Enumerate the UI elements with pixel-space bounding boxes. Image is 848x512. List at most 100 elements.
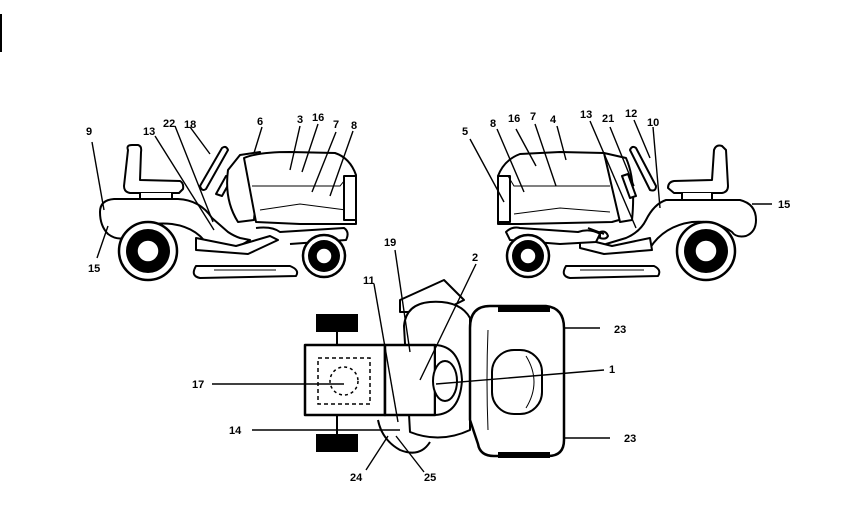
- callout-number: 23: [614, 324, 626, 336]
- leader-line: [91, 141, 105, 211]
- grille: [343, 175, 357, 221]
- grille-oval: [491, 349, 543, 415]
- hood: [243, 151, 357, 225]
- steering-wheel: [199, 145, 229, 191]
- callout-number: 23: [624, 433, 636, 445]
- callout-number: 17: [192, 379, 204, 391]
- callout-number: 19: [384, 237, 396, 249]
- leader-line: [174, 125, 214, 223]
- hood-crease: [507, 175, 610, 187]
- callout-number: 12: [625, 108, 637, 120]
- mower-deck: [192, 265, 299, 279]
- leader-line: [633, 119, 651, 159]
- leader-line: [556, 125, 567, 161]
- leader-line: [496, 128, 525, 193]
- lift-lever: [587, 227, 609, 240]
- leader-line: [435, 369, 605, 385]
- leader-line: [652, 126, 661, 209]
- footrest: [195, 235, 279, 255]
- rear-hub: [136, 239, 160, 263]
- header-text-row: ·· ·· ····· ····· ······ · · ······ ····…: [6, 0, 767, 6]
- callout-number: 5: [462, 126, 468, 138]
- left-view-callouts: 9 13 22 18 6 3 16 7 8 15: [86, 112, 357, 275]
- leader-line: [469, 138, 505, 203]
- right-side-view: [469, 119, 772, 282]
- callout-number: 4: [550, 114, 557, 126]
- callout-number: 16: [312, 112, 324, 124]
- hood-side-panel: [513, 207, 611, 215]
- callout-number: 13: [143, 126, 155, 138]
- callout-number: 21: [602, 113, 614, 125]
- leader-line: [395, 435, 425, 473]
- steering-wheel: [629, 145, 657, 192]
- grille-curve: [525, 355, 535, 409]
- callout-number: 8: [490, 118, 496, 130]
- front-hub: [519, 247, 537, 265]
- header-fragment: ·· ·····: [118, 0, 147, 6]
- callout-number: 14: [229, 425, 242, 437]
- callout-number: 13: [580, 109, 592, 121]
- seat: [667, 144, 729, 194]
- header-fragment: ··: [6, 0, 13, 6]
- bottom-left-tire: [316, 434, 358, 452]
- seat-support: [681, 193, 713, 201]
- top-view-callouts: 19 2 11 23 1 17 14 23 24 25: [192, 237, 636, 484]
- mower-deck: [562, 265, 661, 279]
- leader-line: [609, 126, 635, 187]
- grille: [497, 175, 511, 223]
- leader-line: [515, 128, 537, 167]
- right-view-callouts: 5 8 16 7 4 13 21 12 10 15: [462, 108, 790, 211]
- seat-dashed-circle: [329, 366, 359, 396]
- callout-number: 2: [472, 252, 478, 264]
- callout-number: 7: [333, 119, 339, 131]
- filler-cap: [432, 360, 458, 402]
- leader-line: [253, 126, 263, 154]
- header-fragment: ········ ·········: [702, 0, 767, 6]
- callout-number: 6: [257, 116, 263, 128]
- callout-number: 24: [350, 472, 363, 484]
- leader-line: [301, 123, 319, 173]
- header-fragment: · ······: [588, 0, 617, 6]
- steering-column: [621, 173, 637, 199]
- header-fragment: ·: [510, 0, 514, 6]
- top-view: [212, 249, 610, 473]
- callout-number: 25: [424, 472, 436, 484]
- leader-line: [289, 125, 301, 171]
- callout-number: 22: [163, 118, 175, 130]
- front-hub: [315, 247, 333, 265]
- callout-number: 1: [609, 364, 615, 376]
- leader-line: [394, 249, 411, 353]
- footrest-top: [377, 419, 431, 454]
- leader-line: [589, 120, 637, 229]
- front-bumper-top: [498, 306, 550, 312]
- seat: [123, 144, 185, 194]
- callout-number: 18: [184, 119, 196, 131]
- leader-line: [311, 131, 337, 193]
- leader-line: [534, 123, 557, 187]
- dash-top: [383, 343, 437, 417]
- callout-number: 11: [363, 275, 375, 287]
- callout-number: 7: [530, 111, 536, 123]
- header-fragment: ····· ······: [236, 0, 279, 6]
- top-left-tire: [316, 314, 358, 332]
- rear-hub: [694, 239, 718, 263]
- footrest: [579, 237, 653, 255]
- leader-line: [189, 126, 211, 155]
- left-side-view: [91, 123, 357, 282]
- leader-line: [365, 435, 389, 471]
- callout-number: 15: [778, 199, 790, 211]
- callout-number: 15: [88, 263, 100, 275]
- callout-number: 8: [351, 120, 357, 132]
- leader-line: [154, 135, 215, 231]
- callout-number: 10: [647, 117, 659, 129]
- hood-side-panel: [259, 203, 347, 211]
- callout-number: 16: [508, 113, 520, 125]
- front-bumper-bottom: [498, 452, 550, 458]
- leader-line: [419, 263, 477, 381]
- leader-line: [373, 283, 399, 423]
- leader-line: [329, 130, 354, 197]
- callout-number: 9: [86, 126, 92, 138]
- leader-line: [96, 225, 109, 259]
- callout-number: 3: [297, 114, 303, 126]
